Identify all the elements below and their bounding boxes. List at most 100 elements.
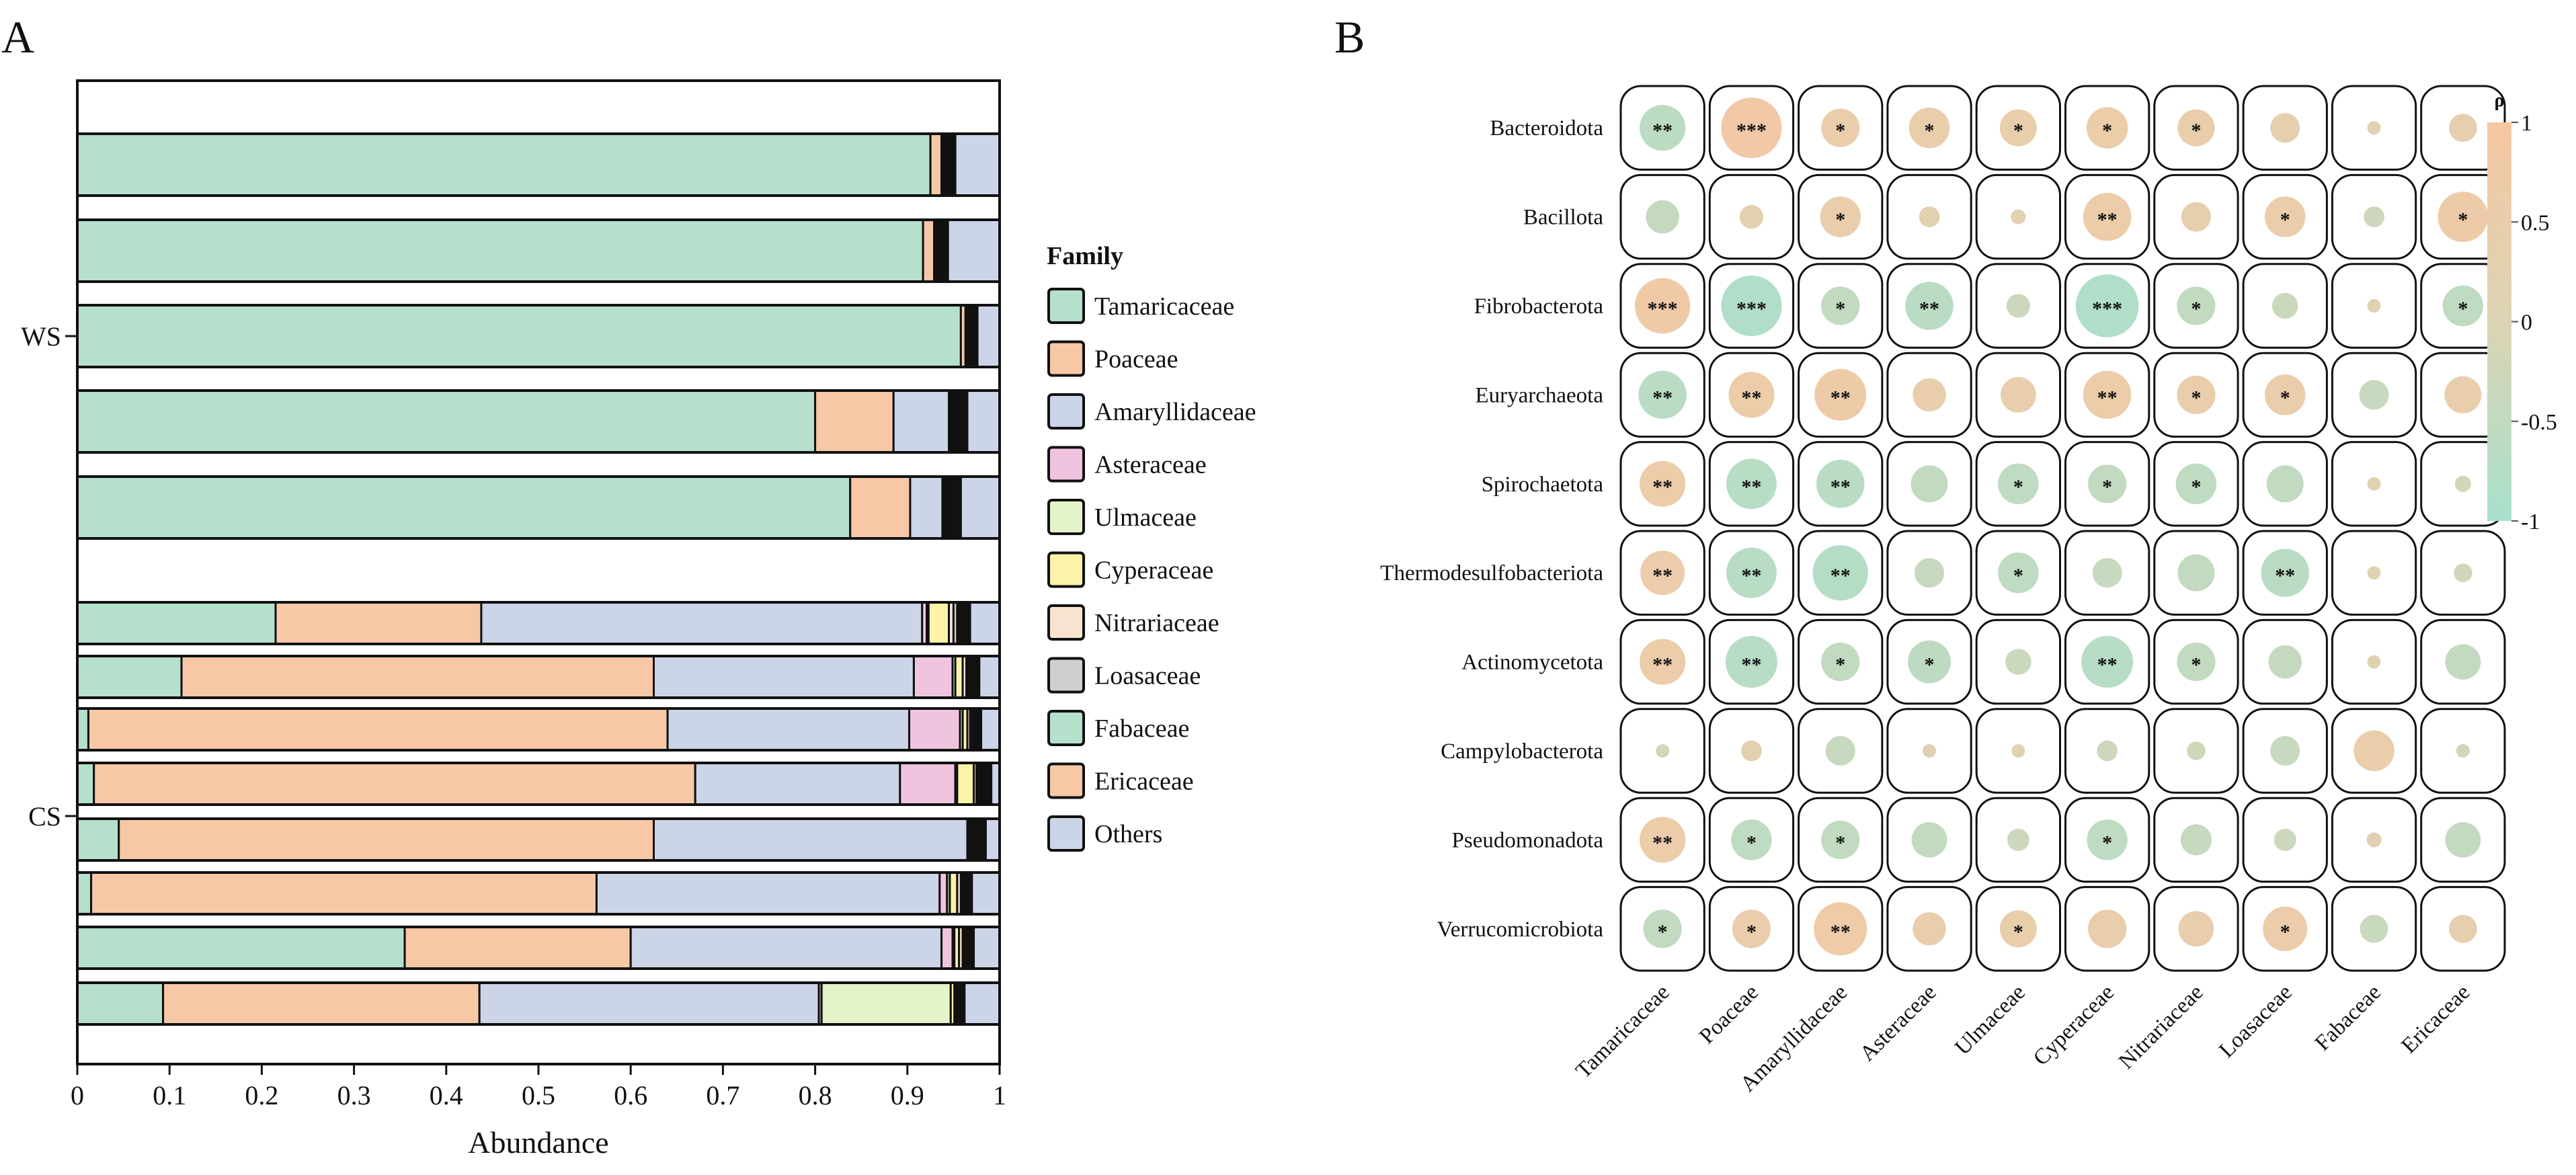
group-label-cs: CS — [28, 801, 61, 832]
legend-swatch-asteraceae — [1047, 446, 1085, 483]
bar-segment-others — [976, 304, 1001, 368]
significance-stars: * — [1925, 120, 1935, 142]
significance-stars: *** — [1736, 298, 1767, 320]
bar-outline — [76, 132, 1001, 197]
correlation-bubble — [2081, 636, 2134, 688]
bar-segment-tamaricaceae — [76, 817, 120, 862]
correlation-bubble — [1919, 206, 1940, 227]
bar-segment-ericaceae — [965, 926, 969, 970]
correlation-bubble — [1820, 196, 1861, 237]
correlation-bubble — [2083, 370, 2132, 419]
bar-segment-dark — [968, 927, 974, 969]
bar-segment-others — [947, 218, 1001, 283]
correlation-bubble — [2007, 828, 2029, 851]
bar-segment-ericaceae — [958, 601, 962, 645]
x-tick-label: 0.8 — [799, 1080, 832, 1110]
legend-swatch-fabaceae — [1047, 710, 1085, 746]
significance-stars: * — [1746, 832, 1757, 854]
correlation-bubble — [2075, 274, 2139, 337]
correlation-bubble — [1910, 465, 1948, 503]
row-label-bacteroidota: Bacteroidota — [1490, 116, 1603, 140]
correlation-bubble — [1998, 552, 2039, 594]
correlation-bubble — [2359, 380, 2389, 410]
column-label-ericaceae: Ericaceae — [2397, 980, 2474, 1058]
bar-outline — [76, 871, 1001, 916]
x-tick-label: 0.3 — [337, 1080, 371, 1110]
correlation-bubble — [2006, 294, 2030, 318]
bar-segment-dark — [943, 220, 949, 282]
bar-segment-dark — [981, 763, 992, 805]
correlation-bubble — [2177, 286, 2216, 325]
correlation-bubble — [2448, 914, 2477, 943]
bar-outline — [76, 981, 1001, 1026]
x-tick-label: 0.9 — [891, 1080, 924, 1110]
legend-swatch-others — [1047, 815, 1085, 852]
correlation-bubble — [2263, 906, 2308, 951]
significance-stars: * — [2191, 387, 2201, 409]
family-legend: FamilyTamaricaceaePoaceaeAmaryllidaceaeA… — [1047, 242, 1256, 852]
correlation-bubble — [1646, 200, 1679, 234]
bar-segment-asteraceae — [912, 655, 954, 699]
correlation-bubble — [2367, 477, 2381, 491]
correlation-bubble — [2005, 649, 2031, 675]
bar-segment-ericaceae — [979, 762, 983, 806]
correlation-bubble — [2087, 819, 2128, 860]
bar-segment-ericaceae — [969, 655, 973, 699]
x-tick-label: 0.2 — [245, 1080, 278, 1110]
bar-segment-tamaricaceae — [76, 762, 95, 806]
significance-stars: * — [2191, 298, 2201, 320]
significance-stars: * — [2013, 120, 2023, 142]
correlation-bubble — [1640, 105, 1686, 151]
significance-stars: * — [1658, 921, 1668, 943]
bar-outline — [76, 817, 1001, 862]
column-label-asteraceae: Asteraceae — [1855, 980, 1941, 1066]
significance-stars: ** — [2097, 654, 2118, 676]
bar-segment-dark — [949, 477, 961, 538]
legend-label-amaryllidaceae: Amaryllidaceae — [1094, 398, 1256, 426]
legend-label-cyperaceae: Cyperaceae — [1094, 557, 1213, 585]
significance-stars: ** — [1652, 832, 1673, 854]
correlation-bubble — [2177, 109, 2215, 147]
bar-segment-ericaceae — [957, 981, 961, 1026]
bar-segment-asteraceae — [938, 871, 949, 916]
correlation-bubble — [2088, 909, 2127, 948]
significance-stars: ** — [1919, 298, 1939, 320]
legend-label-ulmaceae: Ulmaceae — [1094, 503, 1197, 532]
colorbar-title: ρ — [2495, 90, 2505, 111]
significance-stars: ** — [1652, 387, 1673, 409]
significance-stars: * — [2280, 387, 2290, 409]
row-label-fibrobacterota: Fibrobacterota — [1474, 294, 1604, 319]
colorbar-tick-label: -0.5 — [2521, 410, 2557, 435]
correlation-bubble — [2367, 299, 2381, 313]
row-label-thermodesulfobacteriota: Thermodesulfobacteriota — [1380, 561, 1603, 585]
row-label-euryarchaeota: Euryarchaeota — [1475, 383, 1603, 407]
x-tick-label: 0.1 — [153, 1080, 186, 1110]
legend-swatch-poaceae — [1047, 340, 1085, 377]
bar-segment-poaceae — [274, 601, 483, 645]
correlation-bubble — [2092, 558, 2122, 588]
correlation-bubble — [1908, 640, 1951, 684]
column-label-loasaceae: Loasaceae — [2214, 980, 2297, 1063]
bar-segment-poaceae — [929, 132, 943, 197]
significance-stars: ** — [1741, 565, 1761, 587]
significance-stars: * — [2191, 120, 2201, 142]
legend-swatch-tamaricaceae — [1047, 288, 1085, 324]
significance-stars: * — [2013, 565, 2023, 587]
bar-segment-amaryllidaceae — [892, 389, 951, 454]
correlation-bubble — [2177, 643, 2216, 682]
bar-segment-tamaricaceae — [76, 132, 932, 197]
correlation-bubble — [1732, 909, 1771, 948]
legend-label-others: Others — [1094, 820, 1162, 848]
bar-segment-amaryllidaceae — [666, 707, 911, 752]
correlation-bubble — [1726, 458, 1777, 510]
bar-segment-amaryllidaceae — [629, 926, 943, 970]
bar-segment-ericaceae — [954, 389, 958, 454]
bar-segment-others — [959, 475, 1001, 540]
bar-outline — [76, 655, 1001, 699]
legend-label-asteraceae: Asteraceae — [1094, 451, 1207, 479]
rho-colorbar: ρ10.50-0.5-1 — [2487, 90, 2557, 534]
correlation-bubble — [1908, 107, 1950, 149]
correlation-bubble — [2187, 741, 2206, 760]
bar-segment-dark — [975, 708, 981, 750]
bar-segment-poaceae — [90, 871, 598, 916]
